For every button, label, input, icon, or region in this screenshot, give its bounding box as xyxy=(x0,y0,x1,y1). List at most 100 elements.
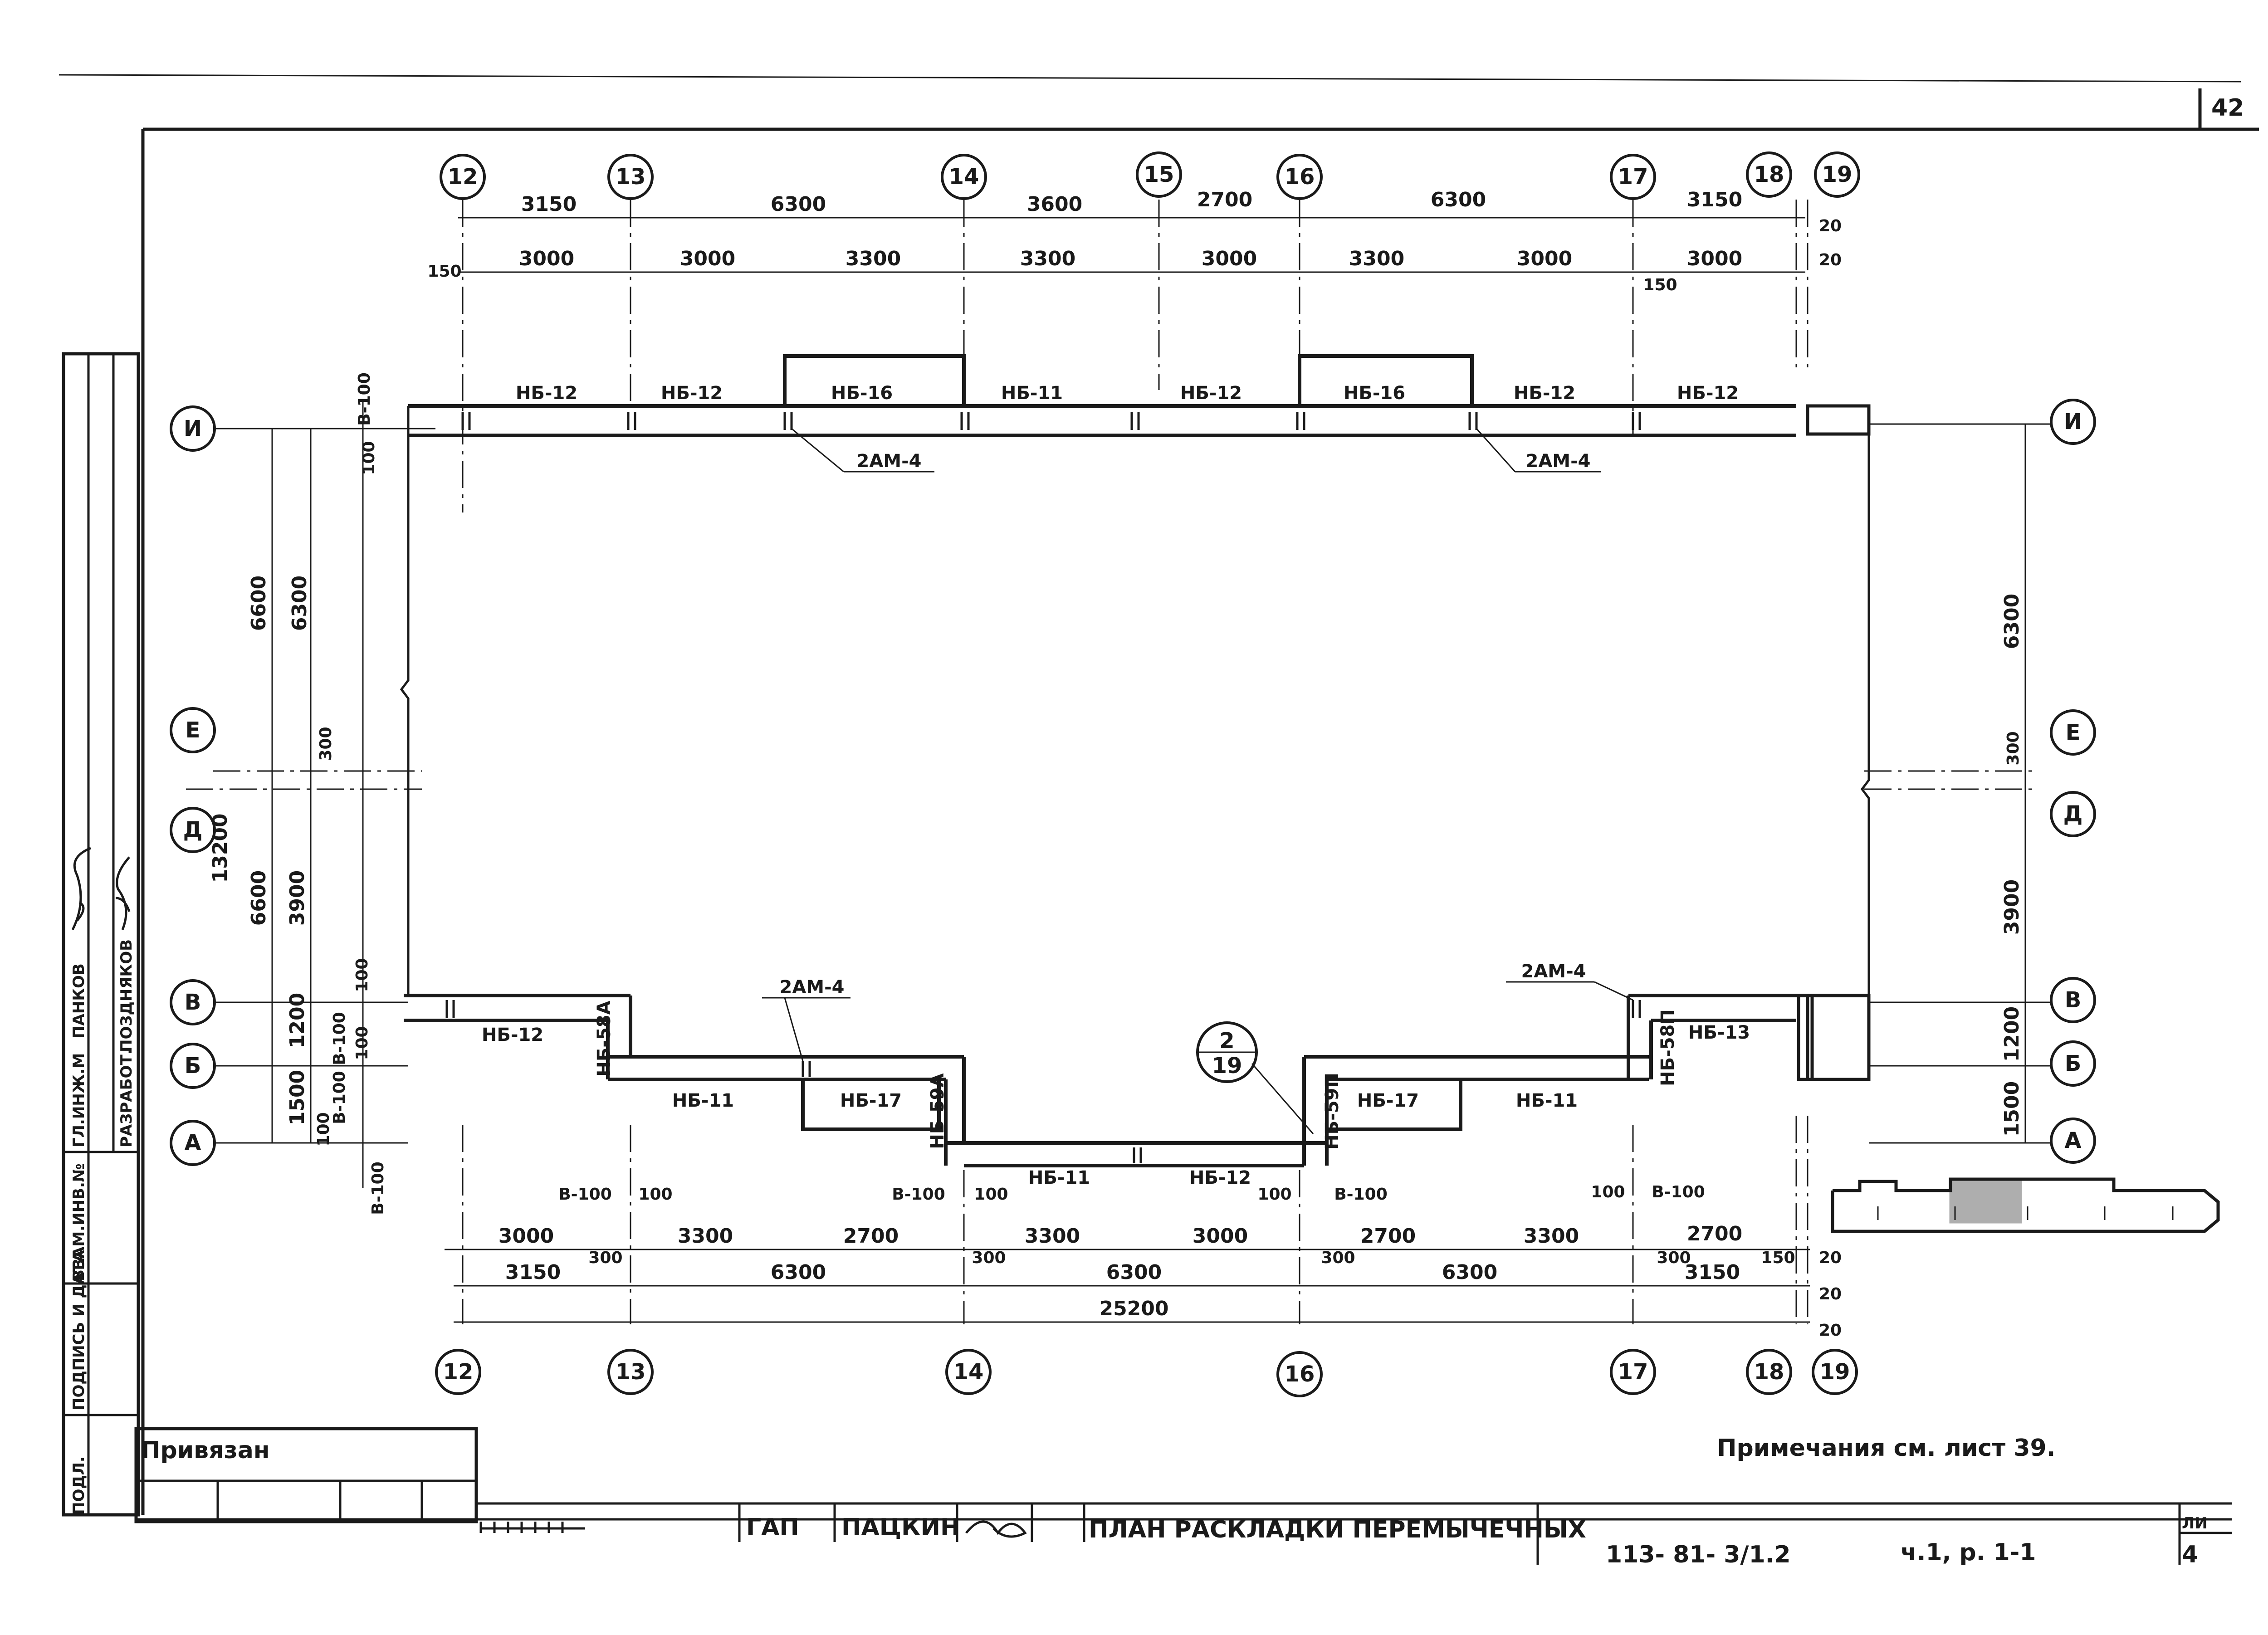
left-dim-1: В-100 xyxy=(355,372,374,426)
dim-bot1-13: 150 xyxy=(1761,1249,1795,1267)
axis-lines xyxy=(186,200,2037,1324)
signature-1 xyxy=(71,847,91,931)
stamp-side-1: ПОДЛ. xyxy=(70,1456,88,1515)
dim-bot1-12: 2700 xyxy=(1687,1222,1742,1245)
dim-bot2-2: 6300 xyxy=(771,1261,826,1284)
dim-top1-2: 6300 xyxy=(771,193,826,216)
axis-right-A: А xyxy=(2064,1128,2081,1153)
right-dim-3: 3900 xyxy=(2000,879,2024,935)
title-block xyxy=(134,1427,2232,1565)
lintel-bot-7: НБ-12 xyxy=(1189,1167,1251,1188)
dim-top2-8: 3000 xyxy=(1517,247,1572,270)
dim-top2-9: 3000 xyxy=(1687,247,1742,270)
dim-bot1-3: 3300 xyxy=(678,1225,733,1248)
dim-top1-3: 3600 xyxy=(1027,193,1082,216)
axis-bubbles-top: 12 13 14 15 16 17 18 19 xyxy=(440,151,1860,200)
section-mark-top: 2 xyxy=(1219,1028,1234,1054)
dim-top1-4: 2700 xyxy=(1197,188,1252,211)
left-dim-2: 100 xyxy=(360,441,378,475)
dim-bot1-9: 2700 xyxy=(1360,1225,1416,1248)
small-dim-1: В-100 xyxy=(558,1185,612,1204)
lintel-bot-2: НБ-58А xyxy=(594,1001,615,1076)
sheet-frame xyxy=(59,74,2259,1565)
callout-3: 2АМ-4 xyxy=(779,977,844,998)
axis-left-I: И xyxy=(184,416,202,441)
sheet-number: 4 xyxy=(2182,1541,2198,1568)
dim-top2-7: 3300 xyxy=(1349,247,1404,270)
axis-bot-16: 16 xyxy=(1285,1362,1315,1387)
left-dim-11: 100 xyxy=(353,958,371,992)
small-dim-6: В-100 xyxy=(1334,1185,1388,1204)
dim-bot2-3: 6300 xyxy=(1106,1261,1162,1284)
left-dim-12: В-100 xyxy=(330,1012,349,1065)
small-dim-4: 100 xyxy=(974,1185,1008,1204)
dim-top2-2: 3000 xyxy=(519,247,574,270)
axis-top-16: 16 xyxy=(1285,164,1315,190)
lintel-labels-top: НБ-12 НБ-12 НБ-16 НБ-11 НБ-12 НБ-16 НБ-1… xyxy=(516,383,1739,404)
stamp-row-2: ПАНКОВ xyxy=(70,963,88,1039)
axis-top-12: 12 xyxy=(448,164,478,190)
callout-2: 2АМ-4 xyxy=(1525,451,1590,472)
dim-top1-1: 3150 xyxy=(521,193,577,216)
left-dim-16: В-100 xyxy=(369,1162,387,1215)
axis-bot-19: 19 xyxy=(1820,1359,1850,1385)
left-dim-8: 3900 xyxy=(286,870,309,926)
dim-bot1-8: 300 xyxy=(1321,1249,1355,1267)
axis-bot-12: 12 xyxy=(443,1359,474,1385)
dim-bot2-6: 20 xyxy=(1819,1285,1842,1303)
axis-top-17: 17 xyxy=(1618,164,1648,190)
right-dim-2: 300 xyxy=(2004,731,2023,765)
section-mark-bottom: 19 xyxy=(1212,1053,1242,1079)
gap-name: ПАЦКИН xyxy=(841,1514,960,1541)
notes-reference: Примечания см. лист 39. xyxy=(1717,1435,2055,1462)
key-plan xyxy=(1831,1177,2220,1233)
dim-bot1-7: 3000 xyxy=(1193,1225,1248,1248)
left-dim-3: 6600 xyxy=(247,576,270,631)
dim-bot2-5: 3150 xyxy=(1685,1261,1740,1284)
right-dim-5: 1500 xyxy=(2000,1081,2024,1137)
lintel-top-4: НБ-11 xyxy=(1001,383,1063,404)
dim-top1-5: 6300 xyxy=(1431,188,1486,211)
sheet-label: ЛИ xyxy=(2182,1514,2208,1533)
callout-1: 2АМ-4 xyxy=(856,451,921,472)
top-dimensions-row1: 3150 6300 3600 2700 6300 3150 20 xyxy=(521,188,1842,235)
dim-bot1-1: 3000 xyxy=(499,1225,554,1248)
dim-bot1-2: 300 xyxy=(588,1249,622,1267)
lintel-top-3: НБ-16 xyxy=(831,383,893,404)
small-dim-7: 100 xyxy=(1591,1183,1625,1201)
callouts: 2АМ-4 2АМ-4 2АМ-4 2АМ-4 xyxy=(762,428,1633,1062)
lintel-labels-bottom: НБ-12 НБ-58А НБ-11 НБ-17 НБ-59А НБ-11 НБ… xyxy=(482,1001,1750,1188)
axis-bot-17: 17 xyxy=(1618,1359,1648,1385)
lintel-bot-3: НБ-11 xyxy=(672,1090,734,1111)
lintel-top-1: НБ-12 xyxy=(516,383,577,404)
axis-top-19: 19 xyxy=(1822,162,1853,187)
axis-right-E: Е xyxy=(2066,720,2081,745)
axis-right-D: Д xyxy=(2063,801,2083,827)
left-dim-5: 300 xyxy=(317,727,335,761)
left-dim-7: 6600 xyxy=(247,870,270,926)
bottom-dimensions-row3: 25200 20 20 xyxy=(1099,1297,1842,1340)
small-dim-2: 100 xyxy=(638,1185,672,1204)
small-dim-8: В-100 xyxy=(1652,1183,1705,1201)
document-part: ч.1, р. 1-1 xyxy=(1901,1539,2036,1566)
dim-bot1-6: 3300 xyxy=(1025,1225,1080,1248)
lintel-top-2: НБ-12 xyxy=(661,383,723,404)
left-dim-9: 1200 xyxy=(286,993,309,1048)
axis-right-I: И xyxy=(2064,409,2082,434)
gap-label: ГАП xyxy=(746,1514,799,1541)
small-dim-3: В-100 xyxy=(892,1185,945,1204)
lintel-top-5: НБ-12 xyxy=(1180,383,1242,404)
left-dim-13: 100 xyxy=(353,1026,371,1060)
dim-top2-5: 3300 xyxy=(1020,247,1075,270)
lintel-bot-4: НБ-17 xyxy=(840,1090,902,1111)
lintel-bot-9: НБ-17 xyxy=(1357,1090,1419,1111)
axis-bot-14: 14 xyxy=(953,1359,984,1385)
dim-top1-7: 20 xyxy=(1819,217,1842,235)
axis-top-14: 14 xyxy=(949,164,979,190)
axis-bot-13: 13 xyxy=(616,1359,646,1385)
top-dimensions-row2: 150 3000 3000 3300 3300 3000 3300 3000 3… xyxy=(427,247,1842,294)
dim-bot1-14: 20 xyxy=(1819,1249,1842,1267)
dimension-lines xyxy=(271,217,2026,1323)
dim-bot1-11: 300 xyxy=(1657,1249,1691,1267)
